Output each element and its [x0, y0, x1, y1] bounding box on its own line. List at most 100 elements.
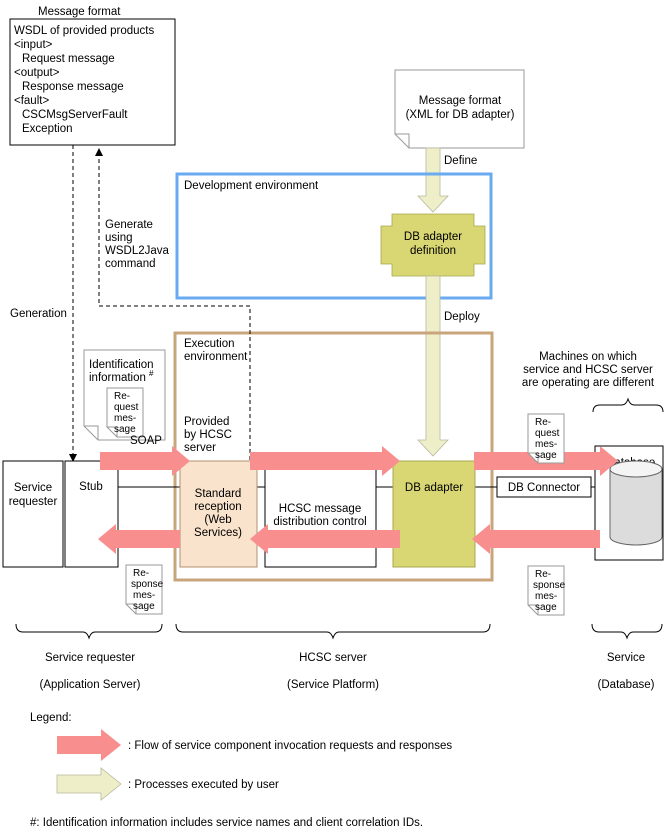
legend-yellow-arrow-icon — [56, 767, 122, 801]
hcsc-distribution-line: distribution control — [273, 516, 366, 528]
database-cylinder-top — [609, 460, 663, 478]
request-message-doc-fold — [528, 452, 539, 463]
doc-line: sage — [114, 424, 136, 435]
doc-line: mes- — [535, 439, 557, 450]
machines-label: service and HCSC server — [523, 364, 653, 376]
generate-label: Generate — [105, 219, 153, 231]
machines-label: Machines on which — [539, 351, 637, 363]
doc-line: sage — [133, 601, 155, 612]
identification-line: information — [89, 372, 146, 384]
reception-line: Services) — [194, 527, 242, 539]
group-sub: (Service Platform) — [287, 679, 379, 691]
legend-title: Legend: — [30, 712, 72, 724]
request-arrow-reception-to-adapter — [250, 446, 400, 476]
doc-line: sponse — [533, 580, 566, 591]
legend-yellow-text: : Processes executed by user — [128, 779, 279, 791]
generation-arrowhead — [69, 454, 77, 462]
service-requester-line: requester — [9, 496, 58, 508]
xml-document-fold — [395, 133, 410, 148]
database-cylinder-icon — [609, 469, 663, 546]
identification-footnote-mark: # — [149, 369, 154, 378]
response-arrow-adapter-to-reception — [250, 524, 400, 554]
hcsc-distribution-box — [264, 460, 377, 568]
doc-line: mes- — [114, 413, 136, 424]
define-arrow — [417, 147, 449, 213]
provided-by-label: server — [184, 442, 216, 454]
wsdl-line: CSCMsgServerFault — [22, 109, 128, 121]
service-requester-box — [2, 460, 64, 568]
group-name: HCSC server — [299, 652, 367, 664]
wsdl-line: <input> — [14, 39, 53, 51]
response-message-doc-icon — [125, 564, 163, 615]
db-adapter-box — [392, 460, 476, 568]
standard-reception-box — [179, 460, 258, 568]
hcsc-distribution-line: HCSC message — [279, 503, 361, 515]
stub-label: Stub — [79, 481, 103, 493]
wsdl-line: <fault> — [14, 95, 49, 107]
wsdl-line: Response message — [22, 81, 124, 93]
stub-box — [64, 460, 119, 568]
define-label: Define — [444, 155, 477, 167]
response-message-doc-icon — [527, 565, 565, 616]
db-adapter-label: DB adapter — [405, 482, 463, 494]
service-requester-brace — [15, 623, 163, 640]
db-def-line: definition — [410, 245, 456, 257]
exec-env-label: environment — [184, 351, 248, 363]
db-connector-label: DB Connector — [508, 482, 580, 494]
group-name: Service — [607, 652, 645, 664]
dev-env-label: Development environment — [184, 180, 319, 192]
xml-document-icon — [394, 69, 525, 149]
reception-line: (Web — [204, 514, 231, 526]
service-top-brace — [592, 397, 664, 413]
group-sub: (Database) — [598, 679, 655, 691]
deploy-label: Deploy — [444, 311, 480, 323]
group-sub: (Application Server) — [40, 679, 141, 691]
response-message-doc-fold — [126, 603, 137, 614]
wsdl-box — [9, 18, 176, 146]
response-arrow-database-to-adapter — [472, 524, 600, 554]
identification-document-fold — [84, 425, 99, 440]
generate-label: using — [105, 232, 133, 244]
db-adapter-definition — [380, 213, 486, 277]
db-def-line: DB adapter — [404, 231, 462, 243]
xml-doc-line: (XML for DB adapter) — [406, 109, 515, 121]
doc-line: sage — [535, 602, 557, 613]
request-arrow-stub-to-reception — [100, 446, 190, 476]
wsdl-caption: Message format — [38, 6, 121, 18]
deploy-arrow — [417, 275, 449, 457]
service-brace — [591, 623, 663, 640]
request-message-doc-icon — [527, 413, 565, 464]
doc-line: quest — [114, 402, 139, 413]
doc-line: mes- — [133, 590, 155, 601]
provided-by-label: Provided — [184, 416, 229, 428]
machines-label: are operating are different — [522, 377, 655, 389]
development-environment — [175, 172, 493, 300]
response-arrow-reception-to-requester — [98, 524, 180, 554]
provided-by-label: by HCSC — [184, 429, 232, 441]
doc-line: quest — [535, 428, 560, 439]
identification-line: Identification — [89, 359, 154, 371]
soap-label: SOAP — [130, 435, 162, 447]
doc-line: mes- — [535, 591, 557, 602]
group-name: Service requester — [45, 652, 135, 664]
wsdl-line: Request message — [22, 53, 115, 65]
generate-path — [98, 156, 251, 460]
exec-env-label: Execution — [184, 338, 235, 350]
generate-label: command — [105, 258, 156, 270]
wsdl-line: <output> — [14, 67, 60, 79]
request-message-doc-icon — [106, 387, 144, 438]
response-message-doc-fold — [528, 604, 539, 615]
wsdl-line: WSDL of provided products — [14, 25, 154, 37]
generate-label: WSDL2Java — [105, 245, 170, 257]
legend-pink-text: : Flow of service component invocation r… — [128, 740, 452, 752]
doc-line: Re- — [114, 391, 130, 402]
hcsc-server-brace — [175, 623, 491, 640]
footnote: #: Identification information includes s… — [30, 817, 423, 829]
reception-line: Standard — [195, 488, 242, 500]
doc-line: Re- — [535, 569, 551, 580]
doc-line: sage — [535, 450, 557, 461]
doc-line: Re- — [133, 568, 149, 579]
wsdl-line: Exception — [22, 123, 73, 135]
xml-doc-line: Message format — [419, 95, 502, 107]
